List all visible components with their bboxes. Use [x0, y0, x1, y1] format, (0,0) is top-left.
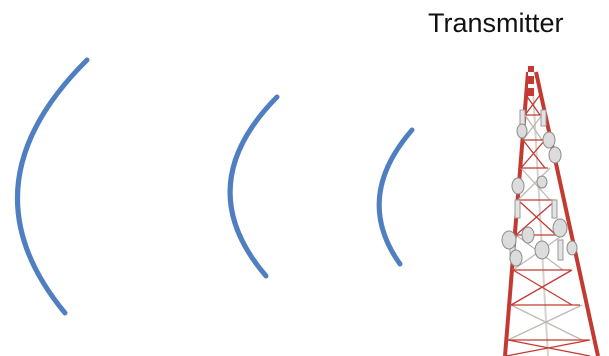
tower-mast-top	[528, 66, 534, 96]
wave-arc-inner	[379, 130, 412, 264]
radio-waves	[17, 60, 412, 313]
wave-arc-outer	[17, 60, 87, 313]
wave-arc-middle	[230, 97, 277, 276]
transmitter-tower	[502, 66, 598, 356]
